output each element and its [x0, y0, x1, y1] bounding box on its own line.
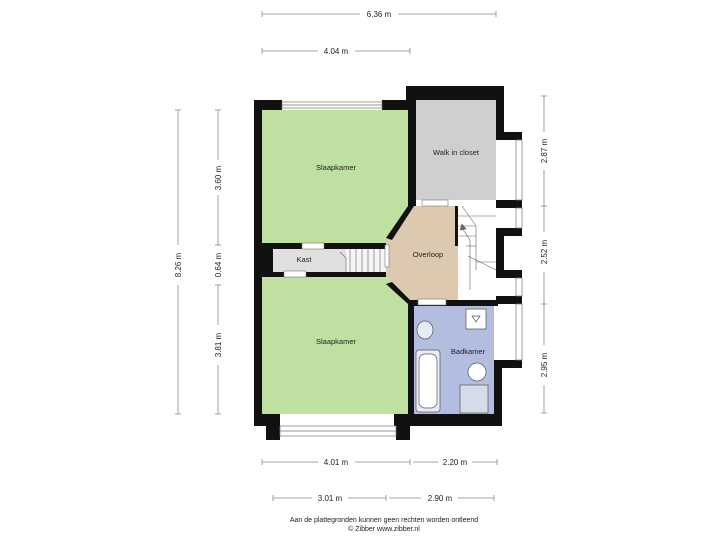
- doors: [283, 199, 449, 306]
- dim-right-bottom: 2.95 m: [540, 352, 549, 377]
- room-labels: Slaapkamer Walk in closet Kast Overloop …: [296, 148, 485, 356]
- footer: Aan de plattegronden kunnen geen rechten…: [290, 517, 478, 533]
- dim-bottom-left-outer: 3.01 m: [318, 494, 343, 503]
- closet-area: [416, 100, 496, 200]
- footer-disclaimer: Aan de plattegronden kunnen geen rechten…: [290, 517, 478, 524]
- kast-area: [273, 249, 346, 272]
- room-label-bathroom: Badkamer: [451, 347, 486, 356]
- window-closet: [515, 139, 523, 201]
- windows: [279, 101, 523, 437]
- room-label-bedroom-top: Slaapkamer: [316, 163, 357, 172]
- room-fills: [262, 100, 496, 414]
- dim-right-top: 2.87 m: [540, 138, 549, 163]
- toilet-icon: [467, 362, 487, 382]
- dim-top-inner: 4.04 m: [324, 47, 349, 56]
- landing-area: [386, 206, 458, 300]
- door-bath: [417, 298, 447, 306]
- door-bedroom-top: [301, 242, 325, 250]
- dim-left-bottom: 3.81 m: [214, 332, 223, 357]
- door-bedroom-bottom: [283, 270, 307, 278]
- dimension-labels: 6.36 m 4.04 m 8.26 m 3.60 m 0.64 m 3.81 …: [174, 10, 549, 503]
- window-stairs-lower: [515, 277, 523, 297]
- staircase: [339, 205, 497, 300]
- room-label-landing: Overloop: [413, 250, 443, 259]
- window-bath: [515, 303, 523, 361]
- window-stairs: [515, 207, 523, 229]
- dim-bottom-right-inner: 2.20 m: [443, 458, 468, 467]
- dim-bottom-right-outer: 2.90 m: [428, 494, 453, 503]
- door-landing-kast: [384, 244, 390, 268]
- dim-left-total: 8.26 m: [174, 252, 183, 277]
- dim-bottom-left-inner: 4.01 m: [324, 458, 349, 467]
- dim-top-total: 6.36 m: [367, 10, 392, 19]
- room-label-closet: Walk in closet: [433, 148, 480, 157]
- bathroom-fixtures: [415, 308, 489, 414]
- dimension-lines: [175, 11, 547, 501]
- sink-icon: [416, 320, 434, 340]
- dim-right-mid: 2.52 m: [540, 239, 549, 264]
- footer-credit: © Zibber www.zibber.nl: [348, 525, 420, 533]
- room-label-bedroom-bottom: Slaapkamer: [316, 337, 357, 346]
- bedroom-bottom-area: [262, 276, 410, 414]
- room-label-kast: Kast: [296, 255, 312, 264]
- dim-left-mid: 0.64 m: [214, 252, 223, 277]
- bedroom-top-area: [262, 110, 410, 245]
- dim-left-top: 3.60 m: [214, 165, 223, 190]
- door-closet: [421, 199, 449, 207]
